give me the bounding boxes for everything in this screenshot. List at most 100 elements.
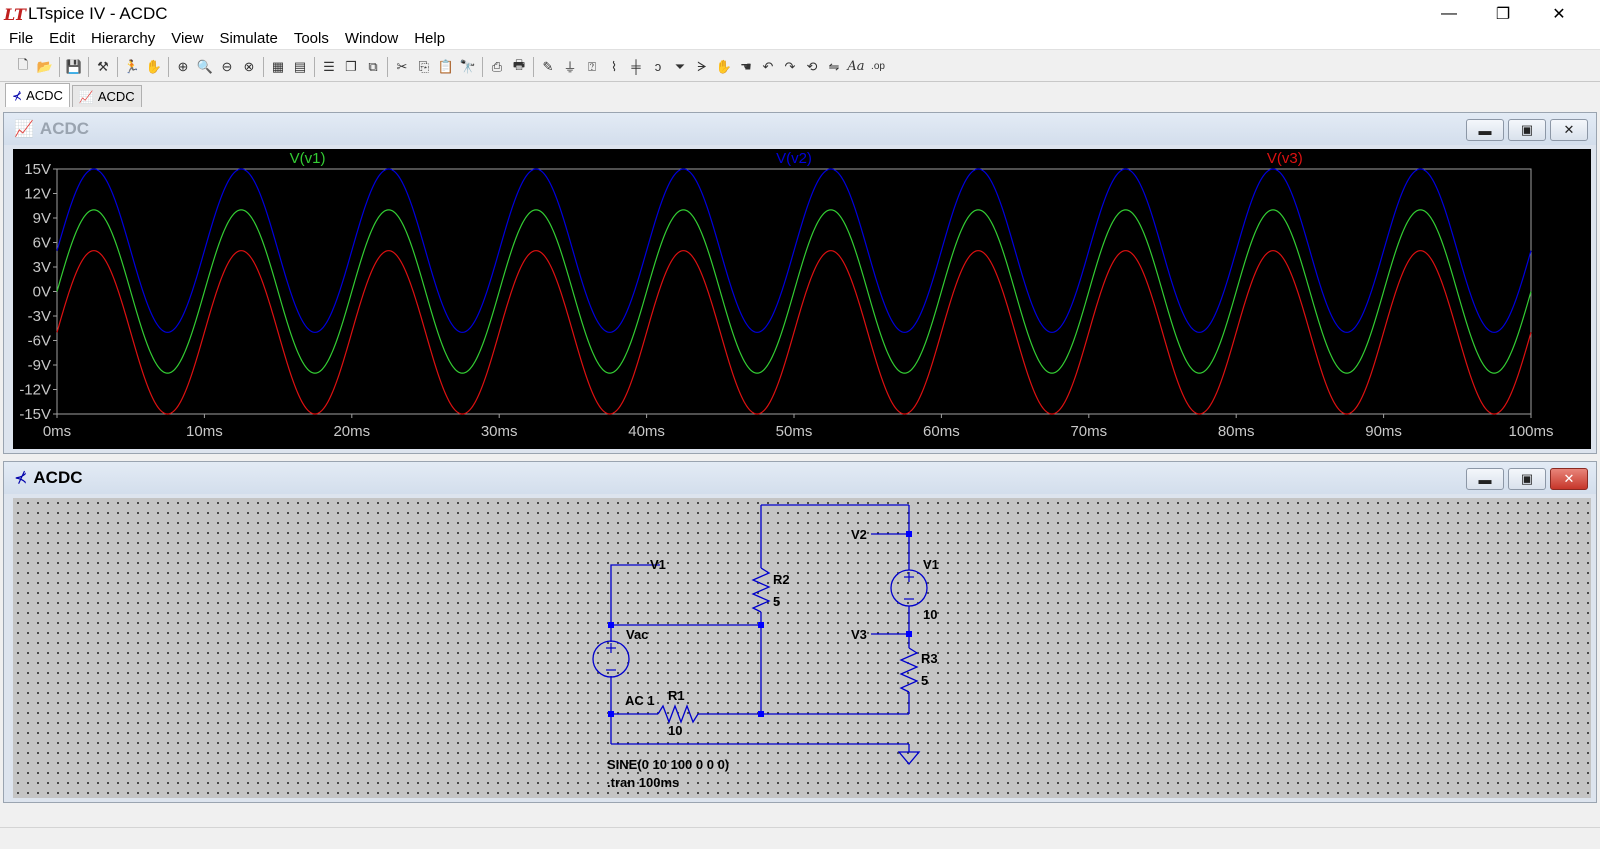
tab-label: ACDC [26,88,63,103]
toolbar-divider [168,56,169,77]
zoom-fit-icon[interactable]: ⊗ [243,58,255,74]
r2-value[interactable]: 5 [773,594,780,609]
y-tick-label: -6V [28,333,51,350]
schematic-canvas[interactable]: V1 V2 V3 Vac AC 1 R1 10 R2 5 V1 10 R3 5 … [13,498,1591,798]
window-title: LTspice IV - ACDC [28,4,168,23]
plot-close-button[interactable]: ✕ [1550,119,1588,141]
y-tick-label: 6V [33,235,51,252]
x-tick-label: 60ms [923,423,960,440]
r3-value[interactable]: 5 [921,673,928,688]
tran-directive[interactable]: .tran 100ms [607,775,679,790]
legend-entry: V(v1) [290,150,326,167]
net-label-v2[interactable]: V2 [851,527,867,542]
series-line [56,250,1532,415]
r1-value[interactable]: 10 [668,723,682,738]
rotate-icon[interactable]: ⟲ [806,58,818,74]
save-icon[interactable]: 💾 [65,58,83,74]
net-label-v1[interactable]: V1 [650,557,666,572]
menu-help[interactable]: Help [414,30,446,47]
run-icon[interactable]: 🏃 [123,58,141,74]
copy-icon[interactable]: ⎘ [418,58,430,74]
menu-file[interactable]: File [9,30,34,47]
inductor-icon[interactable]: ↄ [654,59,662,74]
zoom-pan-icon[interactable]: 🔍 [196,58,214,74]
text-icon[interactable]: Aa [847,59,865,74]
ground-icon[interactable]: ⏚ [563,60,577,75]
x-tick-label: 20ms [333,423,370,440]
resistor-icon[interactable]: ⌇ [610,58,618,74]
control-panel-icon[interactable]: ⚒ [97,58,109,74]
v1-value[interactable]: 10 [923,607,937,622]
x-tick-label: 0ms [43,423,71,440]
autoscale-icon[interactable]: ▦ [271,58,285,74]
schematic-maximize-button[interactable]: ▣ [1508,468,1546,490]
y-tick-label: -12V [19,382,51,399]
close-all-icon[interactable]: ⧉ [368,58,378,74]
menu-view[interactable]: View [171,30,204,47]
document-tabs: ⊀ ACDC 📈 ACDC [0,83,1600,107]
r1-name[interactable]: R1 [668,688,685,703]
tab-waveform[interactable]: 📈 ACDC [71,85,142,107]
net-label-v3[interactable]: V3 [851,627,867,642]
open-icon[interactable]: 📂 [36,58,54,74]
paste-icon[interactable]: 📋 [437,58,455,74]
minimize-button[interactable]: — [1441,5,1457,22]
halt-icon[interactable]: ✋ [145,58,163,74]
maximize-button[interactable]: ❐ [1495,6,1511,23]
zoom-in-icon[interactable]: ⊕ [177,58,189,74]
voltage-source-vac [592,640,630,678]
new-schematic-icon[interactable]: 🗋 [17,56,29,72]
plot-minimize-button[interactable]: ▬ [1466,119,1504,141]
print-setup-icon[interactable]: ⎙ [491,58,503,74]
plot-maximize-button[interactable]: ▣ [1508,119,1546,141]
tile-icon[interactable]: ▤ [293,58,307,74]
diode-icon[interactable]: ⏷ [674,58,686,74]
schematic-close-button[interactable]: ✕ [1550,468,1588,490]
component-icon[interactable]: ᗒ [697,58,707,74]
zoom-out-icon[interactable]: ⊖ [221,58,233,74]
drag-icon[interactable]: ☚ [740,58,752,74]
undo-icon[interactable]: ↶ [762,58,774,74]
cascade-icon[interactable]: ❐ [345,58,357,74]
y-tick-label: 0V [33,284,51,301]
vac-value[interactable]: AC 1 [625,693,655,708]
x-tick-label: 80ms [1218,423,1255,440]
r2-name[interactable]: R2 [773,572,790,587]
sine-source-directive[interactable]: SINE(0 10 100 0 0 0) [607,757,729,772]
schematic-minimize-button[interactable]: ▬ [1466,468,1504,490]
close-button[interactable]: ✕ [1552,6,1566,23]
plot-window-title: ACDC [39,119,90,138]
menu-window[interactable]: Window [344,30,399,47]
schematic-drawing: V1 V2 V3 Vac AC 1 R1 10 R2 5 V1 10 R3 5 … [592,504,939,790]
schematic-icon: ⊀ [12,88,23,103]
schematic-window-titlebar[interactable]: ⊀ ACDC [4,462,1596,494]
label-net-icon[interactable]: ⍰ [588,58,596,74]
print-icon[interactable]: 🖶 [512,56,526,72]
plot-window-titlebar[interactable]: 📈 ACDC [4,113,1596,145]
menu-hierarchy[interactable]: Hierarchy [91,30,156,47]
spice-directive-icon[interactable]: .op [871,61,885,72]
tile-horizontal-icon[interactable]: ☰ [323,58,335,74]
draw-wire-icon[interactable]: ✎ [542,58,554,74]
cut-icon[interactable]: ✂ [396,58,408,74]
vac-name[interactable]: Vac [626,627,648,642]
v1-name[interactable]: V1 [923,557,939,572]
wire [610,564,660,625]
plot-window-controls: ▬ ▣ ✕ [1462,119,1588,141]
mirror-icon[interactable]: ⇋ [828,58,840,74]
menu-edit[interactable]: Edit [49,30,76,47]
menu-tools[interactable]: Tools [293,30,329,47]
move-icon[interactable]: ✋ [715,58,733,74]
x-tick-label: 70ms [1070,423,1107,440]
find-icon[interactable]: 🔭 [459,58,477,74]
r3-name[interactable]: R3 [921,651,938,666]
capacitor-icon[interactable]: ╪ [631,59,641,74]
legend-entry: V(v3) [1267,150,1303,167]
toolbar-divider [533,56,534,77]
toolbar-divider [88,56,89,77]
tab-schematic[interactable]: ⊀ ACDC [5,83,70,107]
redo-icon[interactable]: ↷ [784,58,796,74]
menu-simulate[interactable]: Simulate [219,30,278,47]
